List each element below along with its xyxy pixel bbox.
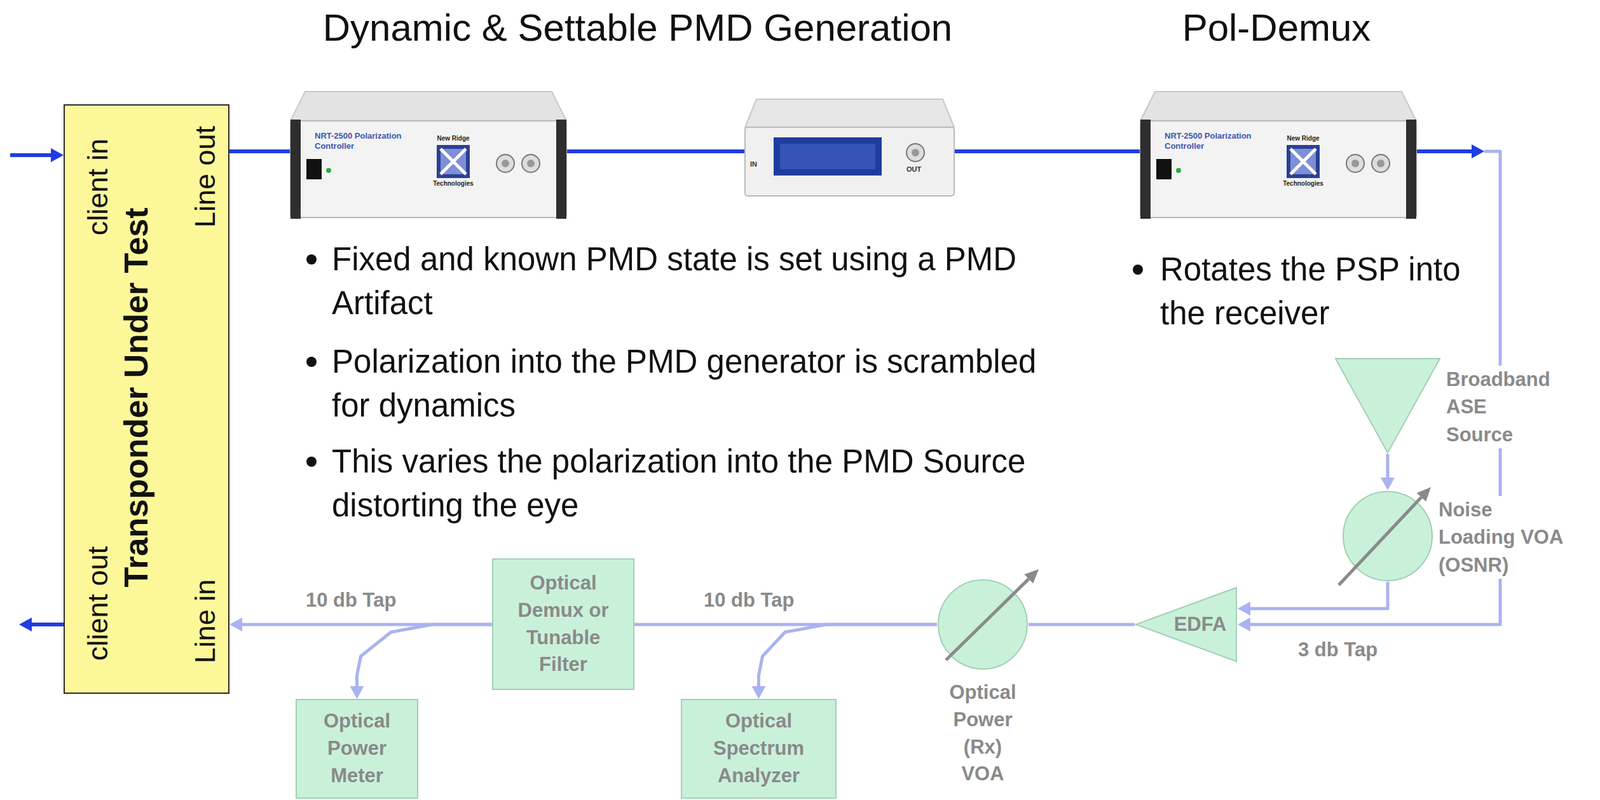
connector-line <box>242 622 493 627</box>
node-text: NRT-2500 Polarization Controller <box>314 130 417 151</box>
connector-line <box>566 149 746 154</box>
polarization-controller: NRT-2500 Polarization Controller New Ridg… <box>290 91 567 220</box>
demux-filter-box: Optical Demux or Tunable Filter <box>492 558 635 690</box>
node-text: New Ridge <box>430 134 476 143</box>
connector-line <box>954 149 1141 154</box>
connector-line <box>1386 453 1390 478</box>
node-text: NRT-2500 Polarization Controller <box>1164 130 1267 151</box>
connector-line <box>1416 149 1472 154</box>
node-text: Optical Spectrum Analyzer <box>704 707 814 789</box>
polarization-controller-picture <box>1140 91 1417 219</box>
connector <box>1237 581 1388 616</box>
variable-arrow <box>1338 497 1422 585</box>
bullet-dot <box>306 356 317 367</box>
bullet-dot <box>1132 264 1143 275</box>
bullet-note: Fixed and known PMD state is set using a… <box>331 237 1044 326</box>
variable-arrow-head <box>1024 568 1039 584</box>
amplifier-triangle <box>1135 587 1237 662</box>
bullet-dot <box>306 254 317 265</box>
transponder-box: client in Line outTransponder Under Testc… <box>63 104 230 694</box>
client-out-arrow <box>19 617 64 632</box>
variable-arrow-head <box>1416 486 1431 502</box>
connector-line <box>1028 622 1135 627</box>
bullet-dot <box>306 456 317 467</box>
pmd-artifact: IN OUT <box>745 99 955 199</box>
section-heading: Pol-Demux <box>1022 5 1531 51</box>
bullet-note: This varies the polarization into the PM… <box>331 439 1044 528</box>
arrow-head <box>1471 144 1485 159</box>
rotated-label: client in <box>82 138 114 236</box>
connector <box>954 151 1141 152</box>
node-text: OUT <box>906 165 922 174</box>
rotated-label: client out <box>82 546 114 661</box>
node-text: IN <box>750 160 758 169</box>
shape-outline <box>936 578 1029 671</box>
node-text: Technologies <box>425 179 481 188</box>
rx-voa: Optical Power (Rx) VOA <box>931 578 1034 792</box>
polarization-controller-picture <box>290 91 567 219</box>
arrow-head <box>1237 617 1251 632</box>
edfa-amplifier: EDFA <box>1134 586 1238 663</box>
node-text: Broadband ASE Source <box>1446 365 1556 449</box>
shape-outline <box>1341 490 1434 582</box>
spectrum-analyzer-box: Optical Spectrum Analyzer <box>680 698 837 799</box>
shape-svg <box>936 578 1029 671</box>
node-text: Optical Power Meter <box>309 707 405 789</box>
node-text: Optical Power (Rx) VOA <box>942 678 1024 788</box>
arrow-head <box>350 685 365 699</box>
node-text: Noise Loading VOA (OSNR) <box>1438 495 1569 579</box>
node-text: Optical Demux or Tunable Filter <box>514 569 613 679</box>
connector <box>752 624 938 699</box>
shape-outline <box>1334 357 1442 454</box>
arrow-head <box>1380 477 1395 491</box>
tap-label: 10 db Tap <box>305 588 397 612</box>
bullet-note: Rotates the PSP into the receiver <box>1160 247 1498 336</box>
noise-voa: Noise Loading VOA (OSNR) <box>1341 490 1593 582</box>
polarization-controller: NRT-2500 Polarization Controller New Ridg… <box>1140 91 1417 220</box>
connector-line <box>229 149 291 154</box>
rotated-label: Transponder Under Test <box>118 207 155 587</box>
arrow-head <box>1237 601 1251 616</box>
node-text: New Ridge <box>1280 134 1326 143</box>
node-text: Technologies <box>1275 179 1331 188</box>
bullet-note: Polarization into the PMD generator is s… <box>331 340 1044 428</box>
node-text: EDFA <box>1165 612 1236 636</box>
connector <box>350 624 493 699</box>
connector-line <box>634 622 937 627</box>
tap-label: 10 db Tap <box>703 588 794 612</box>
ase-source: Broadband ASE Source <box>1334 357 1592 459</box>
arrow-head <box>752 685 766 699</box>
connector <box>566 151 746 152</box>
connector <box>1028 624 1135 625</box>
section-heading: Dynamic & Settable PMD Generation <box>192 5 1083 51</box>
shape-svg <box>1334 357 1442 454</box>
client-in-arrow <box>10 148 64 163</box>
rotated-label: Line in <box>189 579 222 664</box>
tap-label: 3 db Tap <box>1298 637 1378 662</box>
pmd-artifact-picture <box>745 99 955 196</box>
connector <box>634 624 937 625</box>
arrow-head <box>229 617 243 632</box>
connector <box>1380 453 1395 491</box>
connector-line <box>758 624 938 686</box>
connector-line <box>357 624 493 686</box>
shape-svg <box>1341 490 1434 582</box>
connector-line <box>1250 581 1388 609</box>
connector <box>229 617 493 632</box>
rotated-label: Line out <box>189 125 222 228</box>
variable-arrow <box>945 578 1029 660</box>
connector <box>229 151 291 152</box>
power-meter-box: Optical Power Meter <box>295 698 419 799</box>
triangle-symbol <box>1335 358 1440 453</box>
